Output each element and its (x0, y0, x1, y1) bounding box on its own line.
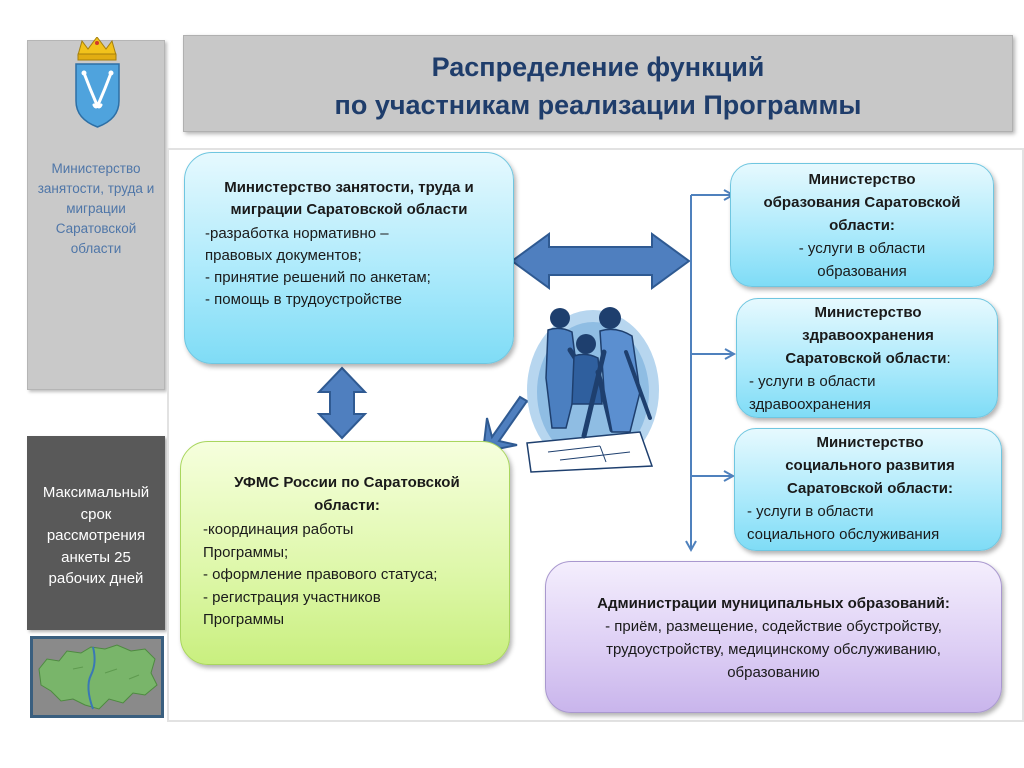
ministry-health-heading: Министерство здравоохранения Саратовской… (785, 304, 951, 367)
sidebar-deadline-label: Максимальный срок рассмотрения анкеты 25… (42, 484, 150, 587)
page-title-line1: Распределение функций (431, 52, 765, 82)
ministry-education-heading: Министерство образования Саратовской обл… (763, 171, 961, 234)
ufms-items: -координация работы Программы; - оформле… (203, 521, 438, 628)
municipal-admin-items: - приём, размещение, содействие обустрой… (605, 618, 942, 681)
ministry-employment-heading: Министерство занятости, труда и миграции… (224, 179, 474, 218)
ministry-social-heading: Министерство социального развития Сарато… (785, 434, 955, 497)
ministry-health-box: Министерство здравоохранения Саратовской… (736, 298, 998, 418)
ministry-education-items: - услуги в области образования (798, 240, 926, 280)
page-title-line2: по участникам реализации Программы (334, 90, 862, 120)
municipal-admin-heading: Администрации муниципальных образований: (597, 595, 950, 612)
arrow-to-admin (685, 540, 697, 553)
ministry-employment-box: Министерство занятости, труда и миграции… (184, 152, 514, 364)
ufms-box: УФМС России по Саратовской области: -коо… (180, 441, 510, 665)
ministry-health-items: - услуги в области здравоохранения (749, 373, 876, 413)
ministry-employment-items: -разработка нормативно – правовых докуме… (205, 225, 431, 308)
team-planning-clipart-icon (526, 307, 659, 473)
ministry-social-box: Министерство социального развития Сарато… (734, 428, 1002, 551)
sidebar-ministry-panel: Министерство занятости, труда и миграции… (27, 37, 165, 390)
arrow-to-health (724, 348, 737, 360)
double-arrow-vertical (316, 366, 368, 440)
ministry-education-box: Министерство образования Саратовской обл… (730, 163, 994, 287)
sidebar-ministry-label: Министерство занятости, труда и миграции… (37, 161, 155, 256)
region-map-icon (33, 639, 161, 715)
arrow-to-social (723, 470, 736, 482)
double-arrow-horizontal (510, 232, 691, 290)
region-map-panel (30, 636, 164, 718)
page-title-banner: Распределение функций по участникам реал… (183, 35, 1013, 132)
municipal-admin-box: Администрации муниципальных образований:… (545, 561, 1002, 713)
coat-of-arms-icon (75, 37, 120, 128)
branch-connector (690, 194, 732, 548)
ufms-heading: УФМС России по Саратовской области: (234, 474, 460, 514)
sidebar-deadline-panel: Максимальный срок рассмотрения анкеты 25… (27, 436, 165, 630)
ministry-social-items: - услуги в области социального обслужива… (747, 503, 940, 543)
